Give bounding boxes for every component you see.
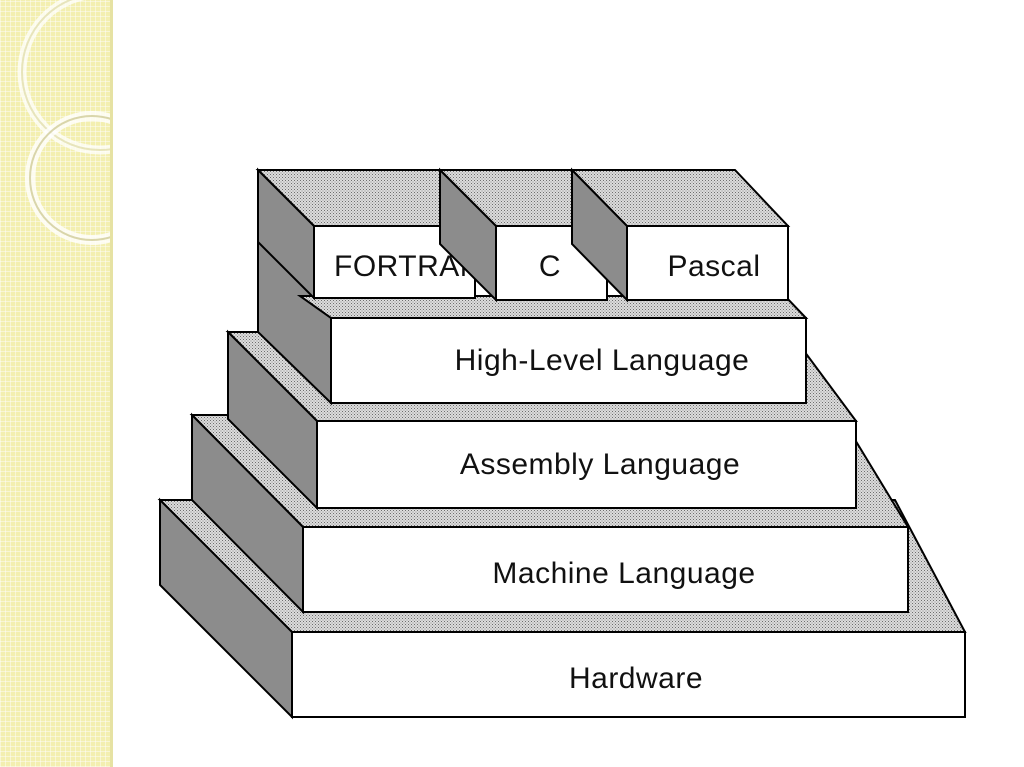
hardware-label: Hardware xyxy=(569,662,703,695)
pascal-label: Pascal xyxy=(667,250,760,283)
assembly-language-label: Assembly Language xyxy=(460,448,740,481)
machine-language-label: Machine Language xyxy=(492,557,755,590)
c-label: C xyxy=(539,250,561,283)
pascal-block: Pascal xyxy=(569,167,791,303)
decorative-side-band xyxy=(0,0,112,767)
side-band-edge xyxy=(110,0,113,767)
decorative-rings xyxy=(17,0,112,245)
fortran-block: FORTRAN xyxy=(255,167,481,301)
high-level-language-label: High-Level Language xyxy=(455,344,750,377)
